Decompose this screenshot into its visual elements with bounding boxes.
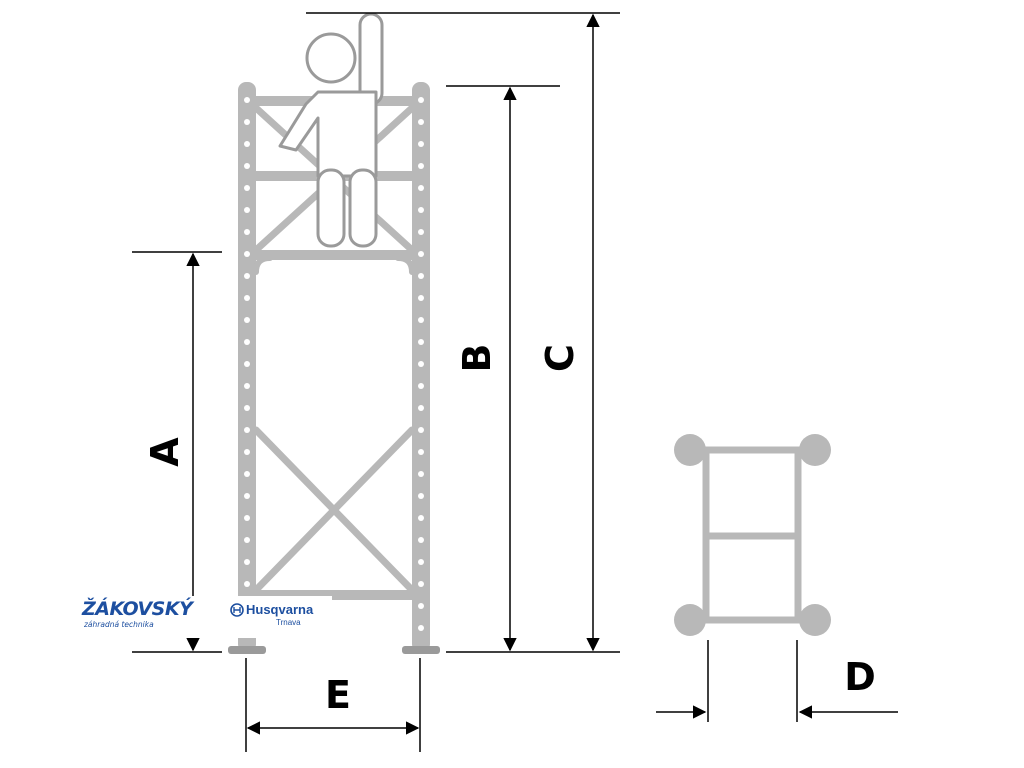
logo-area: ŽÁKOVSKÝ záhradná technika Husqvarna Trn…	[76, 596, 332, 638]
scaffold-top-view	[674, 434, 831, 636]
zakovsky-logo: ŽÁKOVSKÝ	[82, 598, 193, 620]
zakovsky-tagline: záhradná technika	[84, 620, 154, 629]
top-view-post	[799, 604, 831, 636]
top-view-post	[799, 434, 831, 466]
dimension-lines	[132, 12, 898, 752]
dimension-b-label: B	[455, 344, 499, 373]
husqvarna-crown-icon	[230, 603, 244, 617]
dimension-a-label: A	[143, 437, 187, 467]
dimension-e-label: E	[325, 673, 351, 717]
dimension-d-label: D	[844, 655, 876, 699]
dimension-c-label: C	[538, 344, 582, 372]
husqvarna-logo: Husqvarna	[246, 602, 314, 617]
corner-gussets	[253, 255, 415, 275]
right-foot	[402, 646, 440, 654]
top-view-post	[674, 434, 706, 466]
top-view-post	[674, 604, 706, 636]
husqvarna-location: Trnava	[276, 618, 301, 627]
left-foot	[228, 646, 266, 654]
platform-rail	[254, 250, 414, 260]
person-figure	[278, 12, 384, 248]
post-holes	[244, 97, 424, 631]
bottom-rail	[254, 590, 414, 600]
